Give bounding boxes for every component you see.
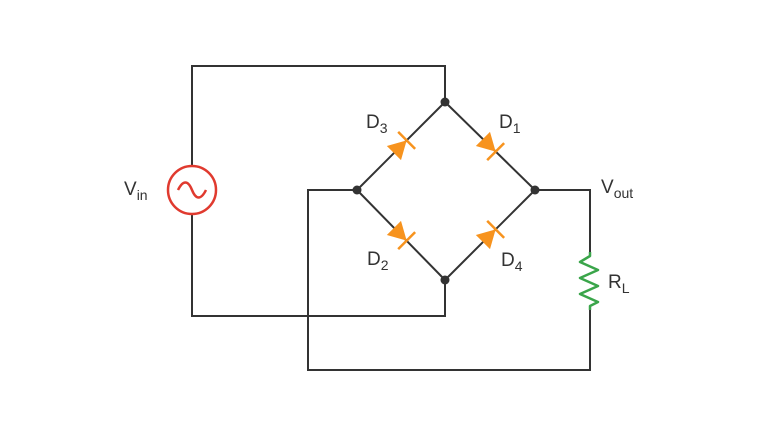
junction-dot-icon [440,97,450,107]
ac-source-icon [166,164,218,216]
junction-dot-icon [352,185,362,195]
label-rl-main: R [608,272,622,293]
label-d4-sub: 4 [514,258,523,274]
label-d2: D2 [367,250,389,272]
label-d3: D3 [366,113,388,135]
label-vout: Vout [601,178,633,200]
label-d3-sub: 3 [379,120,388,136]
diode-icon [475,131,506,162]
junction-dot-icon [440,275,450,285]
label-vout-main: V [601,177,614,198]
wires [191,65,591,371]
label-rl-sub: L [621,280,630,296]
diode-icon [475,219,506,250]
label-vin-main: V [124,179,137,200]
resistor-icon [578,252,600,310]
wire-input-bottom [191,214,446,317]
wire-input-top [191,65,446,166]
label-d4-main: D [501,250,515,271]
label-d4: D4 [501,251,523,273]
label-d1-sub: 1 [512,120,521,136]
label-d2-main: D [367,249,381,270]
wire-left-node-return [307,189,591,371]
label-vin: Vin [124,180,148,202]
junction-dot-icon [530,185,540,195]
label-d3-main: D [366,112,380,133]
label-vin-sub: in [136,187,148,203]
diode-icon [386,130,417,161]
diode-icon [386,220,417,251]
label-rl: RL [608,273,630,295]
label-vout-sub: out [613,185,634,201]
label-d1-main: D [499,112,513,133]
wire-right-node-output [535,189,591,252]
label-d2-sub: 2 [380,257,389,273]
label-d1: D1 [499,113,521,135]
